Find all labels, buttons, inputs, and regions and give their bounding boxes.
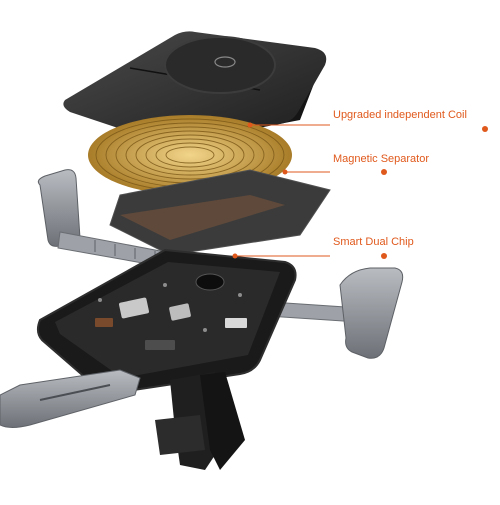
chip-component xyxy=(119,297,149,319)
charger-pad xyxy=(63,31,327,145)
chip-component xyxy=(169,303,191,321)
callout-dot xyxy=(482,126,488,132)
wireless-charging-icon xyxy=(214,56,236,68)
callout-dot xyxy=(232,253,238,259)
chip-component xyxy=(195,273,225,291)
callout-dot xyxy=(247,122,253,128)
chip-component xyxy=(145,340,175,350)
callout-separator: Magnetic Separator xyxy=(333,153,429,165)
chip-component xyxy=(225,318,247,328)
circuit-board xyxy=(36,248,297,394)
resistor-component xyxy=(95,318,113,327)
callout-dot xyxy=(381,253,387,259)
vent-clip xyxy=(155,372,245,470)
callout-dot xyxy=(381,169,387,175)
charging-surface xyxy=(164,36,276,94)
callout-coil: Upgraded independent Coil xyxy=(333,109,467,121)
callout-lines xyxy=(232,122,488,259)
base-bracket xyxy=(0,369,141,428)
callout-chip: Smart Dual Chip xyxy=(333,236,414,248)
callout-dot xyxy=(282,169,288,175)
magnetic-separator xyxy=(109,169,331,256)
